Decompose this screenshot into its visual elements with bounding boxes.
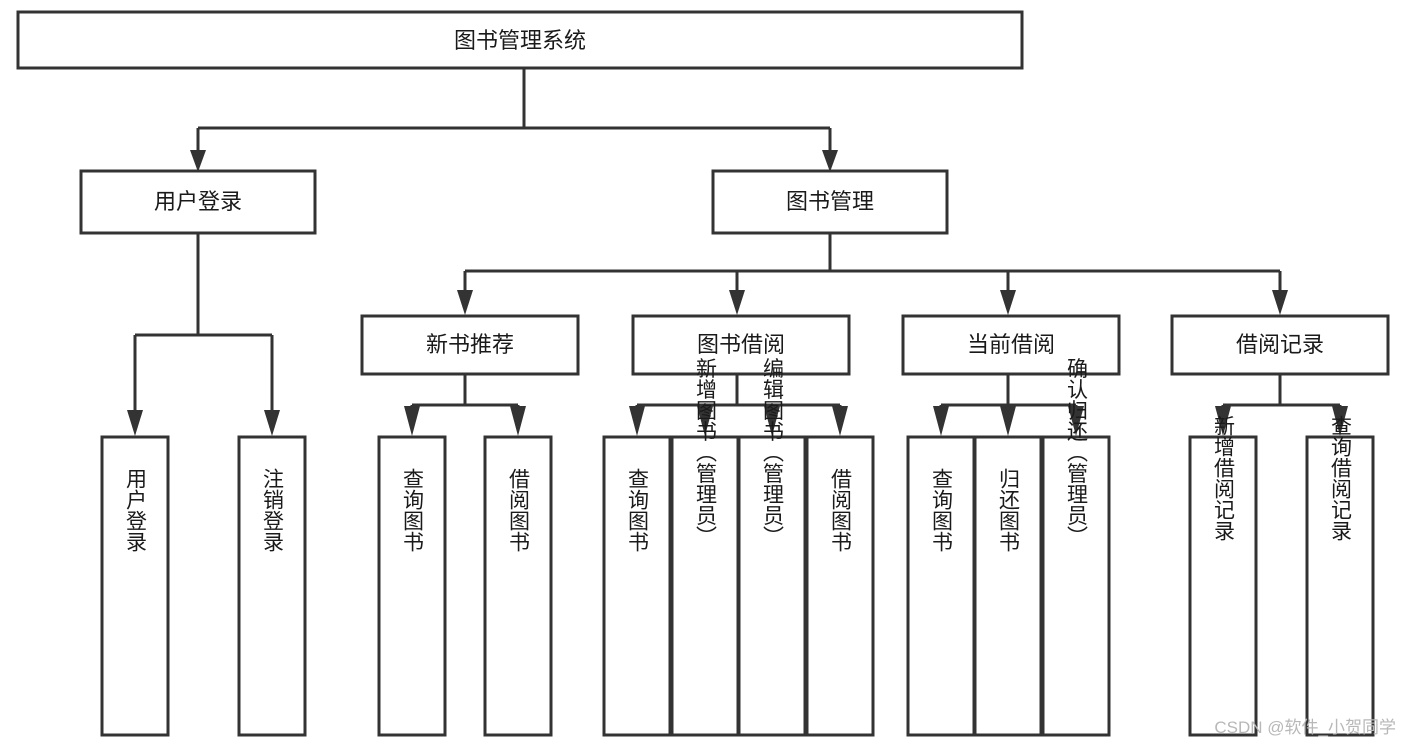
leaf-borrow-book-1-label: 借阅图书 (507, 468, 531, 552)
leaf-query-record-box[interactable] (1305, 435, 1375, 737)
leaf-query-book-3-label: 查询图书 (930, 468, 954, 552)
arrow-head-book-manage (822, 150, 838, 172)
node-new-book-rec-box[interactable] (360, 314, 580, 376)
arrow-head-book-borrow (729, 290, 745, 315)
leaf-user-login[interactable]: 用户登录 (100, 435, 170, 737)
arrow-head-leaf-add-book (697, 406, 713, 436)
arrow-head-new-book-rec (457, 290, 473, 315)
arrow-head-leaf-add-record (1215, 406, 1231, 436)
leaf-add-record[interactable]: 新增借阅记录 (1188, 415, 1258, 737)
leaf-logout-box[interactable] (237, 435, 307, 737)
node-book-borrow-label: 图书借阅 (697, 332, 785, 357)
arrow-head-user-login (190, 150, 206, 172)
leaf-edit-book-box[interactable] (737, 435, 807, 737)
csdn-watermark: CSDN @软件_小贺同学 (1214, 718, 1396, 737)
leaf-add-book[interactable]: 新增图书（管理员） (670, 358, 740, 737)
leaf-query-book-1-box[interactable] (377, 435, 447, 737)
leaf-query-book-2-label: 查询图书 (626, 468, 650, 552)
arrow-head-leaf-user-login (127, 410, 143, 436)
leaf-confirm-return-label: 确认归还（管理员） (1065, 358, 1089, 547)
leaf-edit-book-label: 编辑图书（管理员） (761, 358, 785, 547)
leaf-add-record-box[interactable] (1188, 435, 1258, 737)
leaf-query-book-1-label: 查询图书 (401, 468, 425, 552)
connector-layer (127, 68, 1348, 436)
arrow-head-leaf-return-book (1000, 406, 1016, 436)
arrow-head-leaf-logout (264, 410, 280, 436)
node-borrow-record[interactable]: 借阅记录 (1170, 314, 1390, 376)
leaf-query-record-label: 查询借阅记录 (1329, 415, 1353, 541)
leaf-query-book-3[interactable]: 查询图书 (906, 435, 976, 737)
leaf-borrow-book-2[interactable]: 借阅图书 (805, 435, 875, 737)
node-borrow-record-label: 借阅记录 (1236, 332, 1324, 357)
arrow-head-leaf-confirm-return (1068, 406, 1084, 436)
node-root[interactable]: 图书管理系统 (16, 10, 1024, 70)
leaf-return-book-label: 归还图书 (997, 468, 1021, 552)
node-user-login[interactable]: 用户登录 (79, 169, 317, 235)
leaf-query-book-2-box[interactable] (602, 435, 672, 737)
node-root-box[interactable] (16, 10, 1024, 70)
node-book-manage[interactable]: 图书管理 (711, 169, 949, 235)
leaf-query-record[interactable]: 查询借阅记录 (1305, 415, 1375, 737)
leaf-borrow-book-1-box[interactable] (483, 435, 553, 737)
leaf-return-book-box[interactable] (973, 435, 1043, 737)
arrow-head-leaf-borrow-book-2 (832, 406, 848, 436)
leaf-confirm-return[interactable]: 确认归还（管理员） (1041, 358, 1111, 737)
arrow-head-current-borrow (1000, 290, 1016, 315)
arrow-head-leaf-query-book-1 (404, 406, 420, 436)
node-current-borrow-label: 当前借阅 (967, 332, 1055, 357)
arrow-head-leaf-query-book-2 (629, 406, 645, 436)
leaf-user-login-box[interactable] (100, 435, 170, 737)
node-user-login-label: 用户登录 (154, 189, 242, 214)
leaf-borrow-book-2-label: 借阅图书 (829, 468, 853, 552)
node-current-borrow[interactable]: 当前借阅 (901, 314, 1121, 376)
arrow-head-leaf-borrow-book-1 (510, 406, 526, 436)
node-new-book-rec-label: 新书推荐 (426, 332, 514, 357)
leaf-user-login-label: 用户登录 (124, 468, 148, 552)
leaf-logout[interactable]: 注销登录 (237, 435, 307, 737)
node-book-manage-label: 图书管理 (786, 189, 874, 214)
leaf-add-book-box[interactable] (670, 435, 740, 737)
leaf-add-record-label: 新增借阅记录 (1212, 415, 1236, 541)
node-borrow-record-box[interactable] (1170, 314, 1390, 376)
node-root-label: 图书管理系统 (454, 28, 586, 53)
arrow-head-borrow-record (1272, 290, 1288, 315)
node-book-manage-box[interactable] (711, 169, 949, 235)
arrow-head-leaf-query-book-3 (933, 406, 949, 436)
leaf-logout-label: 注销登录 (261, 468, 285, 552)
leaf-add-book-label: 新增图书（管理员） (694, 358, 718, 547)
arrow-head-leaf-query-record (1332, 406, 1348, 436)
node-book-borrow-box[interactable] (631, 314, 851, 376)
node-user-login-box[interactable] (79, 169, 317, 235)
node-new-book-rec[interactable]: 新书推荐 (360, 314, 580, 376)
leaf-query-book-2[interactable]: 查询图书 (602, 435, 672, 737)
leaf-borrow-book-1[interactable]: 借阅图书 (483, 435, 553, 737)
leaf-return-book[interactable]: 归还图书 (973, 435, 1043, 737)
arrow-head-leaf-edit-book (764, 406, 780, 436)
leaf-confirm-return-box[interactable] (1041, 435, 1111, 737)
node-current-borrow-box[interactable] (901, 314, 1121, 376)
leaf-query-book-1[interactable]: 查询图书 (377, 435, 447, 737)
node-book-borrow[interactable]: 图书借阅 (631, 314, 851, 376)
leaf-edit-book[interactable]: 编辑图书（管理员） (737, 358, 807, 737)
leaf-borrow-book-2-box[interactable] (805, 435, 875, 737)
